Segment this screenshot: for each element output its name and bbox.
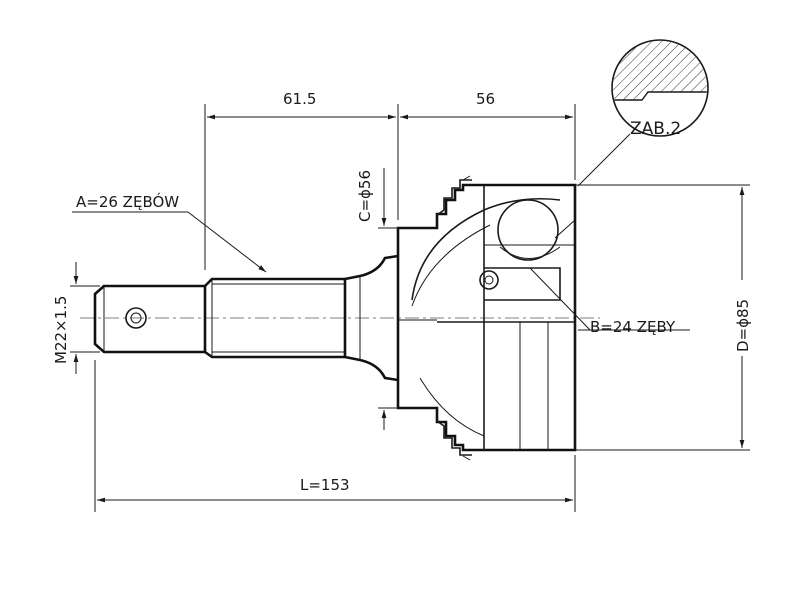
diameter-c-label: C=ϕ56 (356, 170, 374, 222)
dimension-c: C=ϕ56 (356, 168, 398, 430)
dimension-56-label: 56 (476, 90, 495, 108)
dimension-thread: M22×1.5 (52, 262, 100, 374)
length-l-label: L=153 (300, 476, 350, 494)
leader-splines-b: B=24 ZĘBY (529, 267, 690, 336)
dimension-l: L=153 (94, 360, 576, 512)
dimension-61-5-label: 61.5 (283, 90, 316, 108)
dimension-d: D=ϕ85 (575, 184, 754, 451)
shaft (93, 254, 399, 382)
detail-tag-label: ZAB.2 (630, 119, 681, 139)
leader-splines-a: A=26 ZĘBÓW (72, 192, 267, 273)
thread-label: M22×1.5 (52, 296, 70, 364)
detail-callout: ZAB.2 (577, 39, 709, 187)
splines-b-label: B=24 ZĘBY (590, 318, 676, 336)
dimension-top: 61.5 56 (204, 90, 576, 270)
splines-a-label: A=26 ZĘBÓW (76, 192, 179, 211)
diameter-d-label: D=ϕ85 (734, 299, 752, 352)
